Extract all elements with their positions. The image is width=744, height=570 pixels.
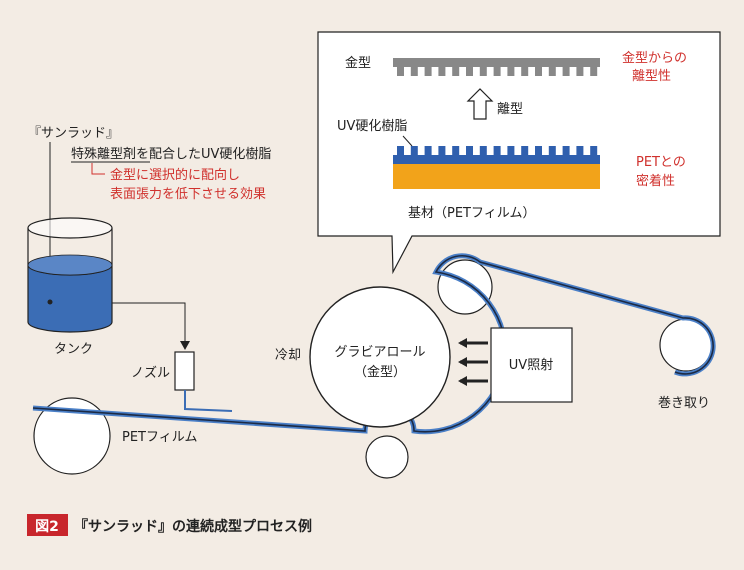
uv-label: UV照射 [509,357,553,373]
mold-tooth [521,67,529,76]
mold-tooth [466,67,473,76]
figure-number: 図2 [35,519,59,535]
mold-tooth [590,67,598,76]
mold-tooth [576,67,584,76]
resin-tooth [562,146,570,155]
substrate-layer [393,164,600,189]
uv-lamp-box [490,327,573,403]
leader-dot [47,299,53,305]
resin-tooth [493,146,501,155]
figure-badge [27,514,68,536]
inset-release-label: 離型 [497,102,523,117]
top-guide-roll [437,259,493,315]
figure-caption: 『サンラッド』の連続成型プロセス例 [74,518,312,535]
resin-tooth [521,146,529,155]
resin-tooth [397,146,404,155]
gravure-roll [309,286,451,428]
mold-tooth [410,67,418,76]
mold-tooth [562,67,570,76]
resin-tooth [507,146,515,155]
resin-tooth [452,146,460,155]
tank-label: タンク [54,342,93,357]
inset-mold-label: 金型 [345,55,371,71]
gravure-label-2: （金型） [354,364,406,380]
bottom-guide-roll [365,435,409,479]
uv-arrows [458,338,488,386]
resin-tooth [424,146,432,155]
nozzle-label: ノズル [131,365,170,381]
coating-flow [184,390,233,412]
tank [27,217,113,333]
feed-line [112,302,186,345]
pet-film-label: PETフィルム [122,430,197,445]
callout-line1: 特殊離型剤を配合したUV硬化樹脂 [71,146,271,162]
resin-tooth [548,146,556,155]
inset-mold-release-2: 離型性 [632,69,671,84]
callout-red-bracket [91,163,105,175]
mold-tooth [438,67,446,76]
nozzle [174,351,195,391]
resin-tooth [410,146,418,155]
pet-supply-roll [33,397,111,475]
mold-tooth [397,67,404,76]
mold-tooth [507,67,515,76]
inset-mold-release-1: 金型からの [622,50,687,66]
mold-tooth [452,67,460,76]
mold-tooth [493,67,501,76]
inset-resin-label: UV硬化樹脂 [337,119,407,134]
inset-pet-adhesion-1: PETとの [636,155,686,170]
feed-arrowhead [180,341,190,350]
resin-tooth [535,146,542,155]
resin-tooth [466,146,473,155]
mold-tooth [548,67,556,76]
gravure-label-1: グラビアロール [334,345,425,360]
resin-layer [393,146,600,164]
callout-note1: 金型に選択的に配向し [110,167,240,183]
callout-title: 『サンラッド』 [28,126,119,141]
mold-shape [393,58,600,76]
resin-tooth [590,146,598,155]
callout-note2: 表面張力を低下させる効果 [110,187,266,202]
mold-tooth [479,67,487,76]
release-arrow [466,88,494,120]
inset-panel [317,31,721,275]
resin-tooth [576,146,584,155]
mold-tooth [424,67,432,76]
cooling-label: 冷却 [275,348,301,363]
resin-pointer-line [402,135,413,147]
mold-tooth [535,67,542,76]
resin-tooth [479,146,487,155]
winding-label: 巻き取り [658,396,710,411]
inset-substrate-label: 基材（PETフィルム） [408,206,535,221]
resin-tooth [438,146,446,155]
inset-pet-adhesion-2: 密着性 [636,173,675,189]
